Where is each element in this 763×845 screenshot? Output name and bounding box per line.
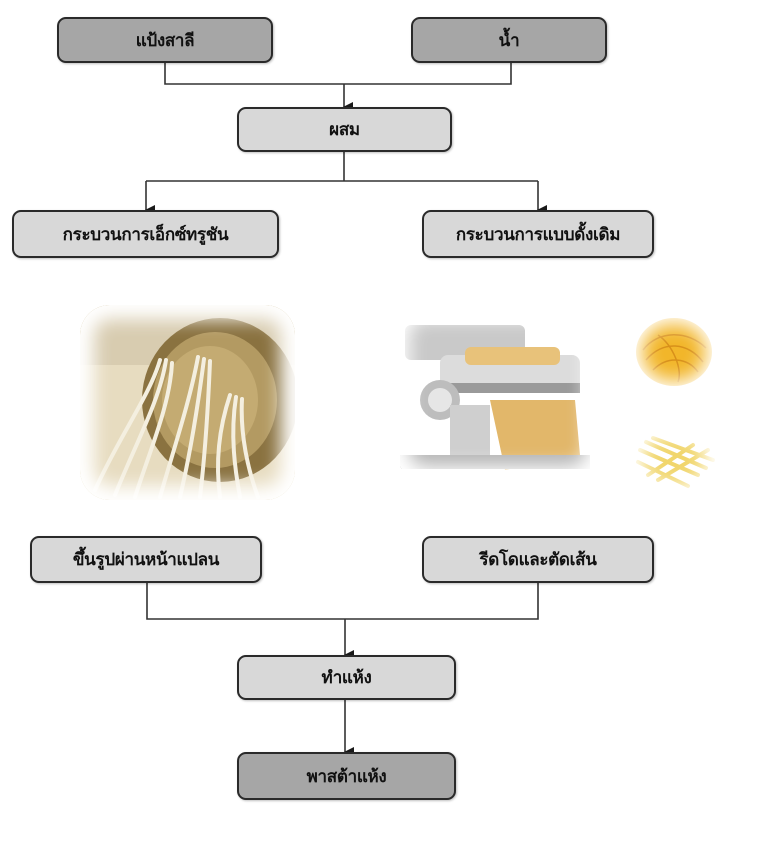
node-die-forming: ขึ้นรูปผ่านหน้าแปลน <box>30 536 262 583</box>
node-roll-and-cut-label: รีดโดและตัดเส้น <box>479 550 597 570</box>
node-extrusion-process-label: กระบวนการเอ็กซ์ทรูชัน <box>62 224 229 245</box>
node-traditional-process-label: กระบวนการแบบดั้งเดิม <box>455 224 621 245</box>
connector-flour-water <box>164 62 512 85</box>
node-mix: ผสม <box>237 107 452 152</box>
node-dried-pasta: พาสต้าแห้ง <box>237 752 456 800</box>
node-drying: ทำแห้ง <box>237 655 456 700</box>
node-water-label: น้ำ <box>498 30 520 51</box>
node-die-forming-label: ขึ้นรูปผ่านหน้าแปลน <box>72 550 220 570</box>
node-mix-label: ผสม <box>329 120 360 140</box>
node-water: น้ำ <box>411 17 607 63</box>
node-drying-label: ทำแห้ง <box>321 668 372 688</box>
node-dried-pasta-label: พาสต้าแห้ง <box>306 766 387 787</box>
node-flour-label: แป้งสาลี <box>135 30 195 51</box>
node-flour: แป้งสาลี <box>57 17 273 63</box>
node-roll-and-cut: รีดโดและตัดเส้น <box>422 536 654 583</box>
pasta-nest-photo <box>628 310 720 395</box>
pasta-roller-photo <box>395 305 600 480</box>
connector-merge <box>146 582 539 620</box>
extruder-photo <box>80 305 295 500</box>
cut-pasta-photo <box>628 420 720 500</box>
node-extrusion-process: กระบวนการเอ็กซ์ทรูชัน <box>12 210 279 258</box>
node-traditional-process: กระบวนการแบบดั้งเดิม <box>422 210 654 258</box>
